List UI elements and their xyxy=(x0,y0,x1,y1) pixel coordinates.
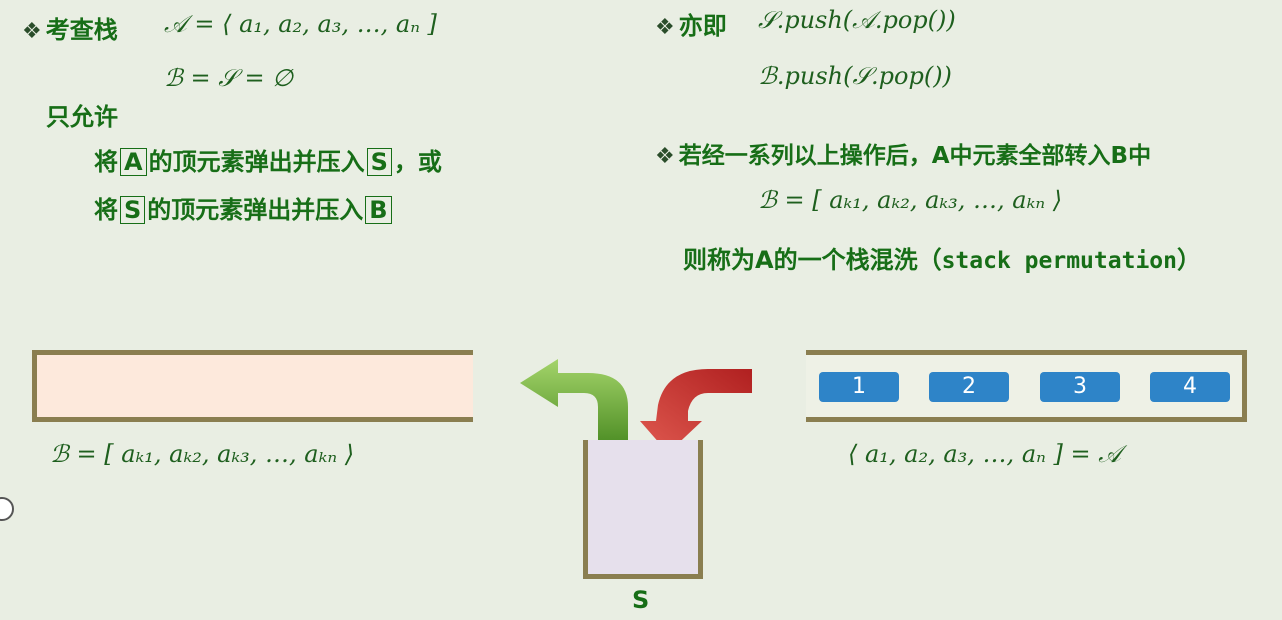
right-heading: ❖亦即 xyxy=(655,6,727,41)
a-item[interactable]: 3 xyxy=(1040,372,1120,402)
rule-1-box-a: A xyxy=(120,148,147,176)
transfer-arrows xyxy=(520,359,752,453)
a-label: ⟨ a₁, a₂, a₃, …, aₙ ] = 𝒜 xyxy=(848,440,1121,468)
a-item[interactable]: 4 xyxy=(1150,372,1230,402)
conclusion-end: ） xyxy=(1176,246,1201,274)
eq-a-definition: 𝒜 = ⟨ a₁, a₂, a₃, …, aₙ ] xyxy=(164,10,437,38)
rule-1-mid: 的顶元素弹出并压入 xyxy=(148,148,365,176)
conclusion: 则称为A的一个栈混洗（stack permutation） xyxy=(683,240,1201,275)
a-item[interactable]: 2 xyxy=(929,372,1009,402)
rule-2-box-b: B xyxy=(365,196,392,224)
op-push-s: 𝒮.push(𝒜.pop()) xyxy=(758,6,956,34)
result-statement: ❖若经一系列以上操作后，A中元素全部转入B中 xyxy=(655,136,1151,170)
allow-label: 只允许 xyxy=(46,103,118,131)
diamond-bullet-icon: ❖ xyxy=(655,15,675,40)
rule-2-mid: 的顶元素弹出并压入 xyxy=(147,196,364,224)
eq-b-s-empty: ℬ = 𝒮 = ∅ xyxy=(164,64,294,92)
rule-1-post: ，或 xyxy=(393,148,442,176)
rule-1-pre: 将 xyxy=(94,148,118,176)
right-title: 亦即 xyxy=(678,12,727,40)
stack-label: S xyxy=(632,586,650,614)
panel-b xyxy=(32,350,473,422)
diamond-bullet-icon: ❖ xyxy=(22,19,42,44)
eq-b-permutation: ℬ = [ aₖ₁, aₖ₂, aₖ₃, …, aₖₙ ⟩ xyxy=(758,186,1063,214)
a-item[interactable]: 1 xyxy=(819,372,899,402)
op-push-b: ℬ.push(𝒮.pop()) xyxy=(758,62,952,90)
green-arrow-icon xyxy=(520,359,628,443)
rule-2-box-s: S xyxy=(120,196,146,224)
conclusion-cn: 则称为A的一个栈混洗（ xyxy=(683,246,942,274)
left-heading: ❖考查栈 xyxy=(22,10,118,45)
left-title: 考查栈 xyxy=(45,16,118,44)
diamond-bullet-icon: ❖ xyxy=(655,144,675,169)
panel-a: 1 2 3 4 xyxy=(806,350,1247,422)
stack-s xyxy=(583,440,703,579)
red-arrow-icon xyxy=(640,369,752,453)
conclusion-en: stack permutation xyxy=(941,248,1177,274)
result-text: 若经一系列以上操作后，A中元素全部转入B中 xyxy=(678,143,1152,169)
rule-1-box-s: S xyxy=(366,148,392,176)
b-label: ℬ = [ aₖ₁, aₖ₂, aₖ₃, …, aₖₙ ⟩ xyxy=(50,440,355,468)
play-circle-icon[interactable] xyxy=(0,497,14,521)
rule-2-pre: 将 xyxy=(94,196,118,224)
